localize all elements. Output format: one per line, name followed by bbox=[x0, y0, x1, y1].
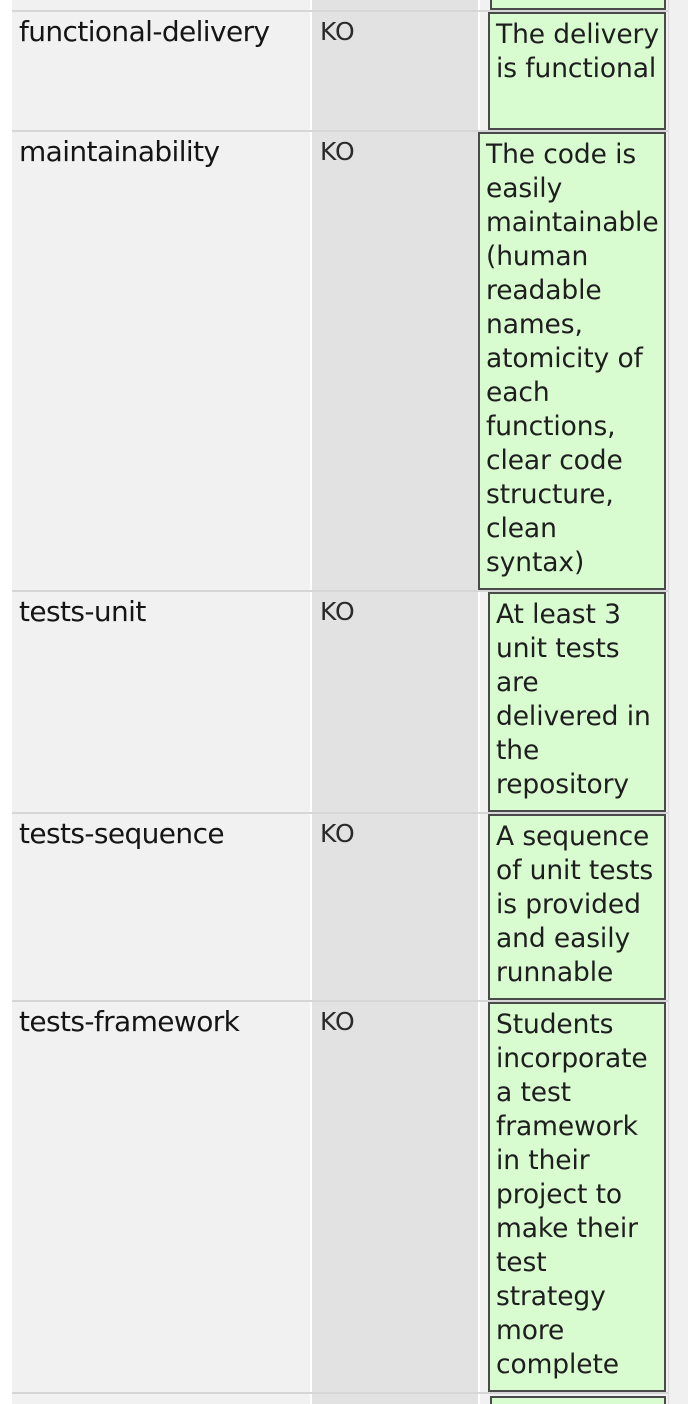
table-row-partial-bottom bbox=[12, 1392, 668, 1404]
criterion-description-cell: The code is easily maintainable (human r… bbox=[478, 132, 668, 592]
criterion-name: tests-framework bbox=[12, 1002, 310, 1394]
criterion-description: The code is easily maintainable (human r… bbox=[478, 132, 666, 590]
criterion-name: functional-delivery bbox=[12, 12, 310, 132]
criterion-status: KO bbox=[312, 814, 478, 1002]
table-row: tests-framework KO Students incorporate … bbox=[12, 1000, 668, 1394]
criterion-description-cell: At least 3 unit tests are delivered in t… bbox=[480, 592, 668, 814]
table-row: tests-sequence KO A sequence of unit tes… bbox=[12, 812, 668, 1002]
criterion-description-cell: Students incorporate a test framework in… bbox=[480, 1002, 668, 1394]
criterion-description: A sequence of unit tests is provided and… bbox=[488, 814, 666, 1000]
scrollbar-track[interactable] bbox=[668, 0, 688, 1404]
criterion-name: tests-sequence bbox=[12, 814, 310, 1002]
criterion-status: KO bbox=[312, 132, 478, 592]
criterion-description-cell: A sequence of unit tests is provided and… bbox=[480, 814, 668, 1002]
criterion-description: Students incorporate a test framework in… bbox=[488, 1002, 666, 1392]
criterion-description: At least 3 unit tests are delivered in t… bbox=[488, 592, 666, 812]
criterion-status: KO bbox=[312, 592, 478, 814]
criterion-description-cell: The delivery is functional bbox=[480, 12, 668, 132]
criterion-status: KO bbox=[312, 1002, 478, 1394]
table-row: maintainability KO The code is easily ma… bbox=[12, 130, 668, 592]
criterion-name: tests-unit bbox=[12, 592, 310, 814]
criterion-status: KO bbox=[312, 12, 478, 132]
table-row-partial-top bbox=[12, 0, 668, 10]
criterion-name: maintainability bbox=[12, 132, 310, 592]
criterion-description: The delivery is functional bbox=[488, 12, 666, 130]
table-row: functional-delivery KO The delivery is f… bbox=[12, 10, 668, 132]
table-row: tests-unit KO At least 3 unit tests are … bbox=[12, 590, 668, 814]
